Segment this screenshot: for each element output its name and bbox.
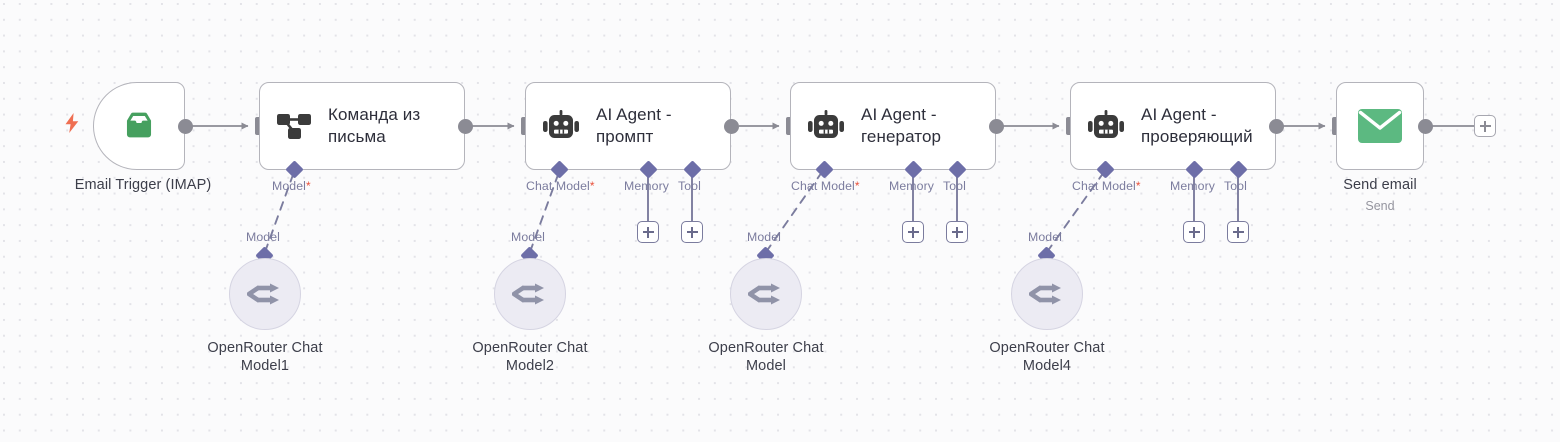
add-tool-button-agent-checker[interactable] xyxy=(1227,221,1249,243)
node-label-openrouter-2: OpenRouter Chat Model2 xyxy=(472,340,588,374)
robot-icon xyxy=(543,110,579,142)
connector-label-model3: Model xyxy=(747,230,781,244)
node-komanda-iz-pisma[interactable]: Команда из письма xyxy=(259,82,465,170)
connector-label-model1: Model xyxy=(246,230,280,244)
required-asterisk: * xyxy=(589,179,595,193)
required-asterisk: * xyxy=(854,179,860,193)
port-label-memory-agent-generator: Memory xyxy=(889,179,935,193)
node-title-agent-checker: AI Agent - проверяющий xyxy=(1141,105,1253,146)
node-openrouter-chat-model1[interactable] xyxy=(229,258,301,330)
node-label-send-email: Send email xyxy=(1343,177,1417,193)
node-title-komanda: Команда из письма xyxy=(328,105,421,146)
robot-icon xyxy=(808,110,844,142)
lightning-bolt-icon xyxy=(64,113,80,138)
connector-label-model4: Model xyxy=(1028,230,1062,244)
add-memory-button-agent-generator[interactable] xyxy=(902,221,924,243)
node-ai-agent-generator[interactable]: AI Agent - генератор xyxy=(790,82,996,170)
node-openrouter-chat-model[interactable] xyxy=(730,258,802,330)
node-ai-agent-prompt[interactable]: AI Agent - промпт xyxy=(525,82,731,170)
node-title-agent-generator: AI Agent - генератор xyxy=(861,105,942,146)
openrouter-icon xyxy=(1029,281,1065,307)
add-tool-button-agent-generator[interactable] xyxy=(946,221,968,243)
port-label-tool-agent-prompt: Tool xyxy=(678,179,701,193)
node-email-trigger[interactable] xyxy=(93,82,185,170)
node-openrouter-chat-model2[interactable] xyxy=(494,258,566,330)
openrouter-icon xyxy=(512,281,548,307)
node-label-openrouter-4: OpenRouter Chat Model4 xyxy=(989,340,1105,374)
port-label-text: Chat Model xyxy=(1072,179,1136,193)
openrouter-icon xyxy=(748,281,784,307)
port-label-model-komanda: Model* xyxy=(272,179,311,193)
robot-icon xyxy=(1088,110,1124,142)
inbox-icon xyxy=(118,109,160,143)
output-port-komanda[interactable] xyxy=(458,119,473,134)
output-port-agent-generator[interactable] xyxy=(989,119,1004,134)
port-label-chat-model-agent-generator: Chat Model* xyxy=(791,179,860,193)
port-label-memory-agent-prompt: Memory xyxy=(624,179,670,193)
chain-nodes-icon xyxy=(277,111,311,141)
node-label-email-trigger: Email Trigger (IMAP) xyxy=(74,177,212,193)
port-label-memory-agent-checker: Memory xyxy=(1170,179,1216,193)
node-send-email[interactable] xyxy=(1336,82,1424,170)
envelope-icon xyxy=(1358,109,1402,143)
output-port-email-trigger[interactable] xyxy=(178,119,193,134)
add-memory-button-agent-checker[interactable] xyxy=(1183,221,1205,243)
openrouter-icon xyxy=(247,281,283,307)
required-asterisk: * xyxy=(306,179,311,193)
add-memory-button-agent-prompt[interactable] xyxy=(637,221,659,243)
add-tool-button-agent-prompt[interactable] xyxy=(681,221,703,243)
port-label-text: Chat Model xyxy=(526,179,590,193)
required-asterisk: * xyxy=(1135,179,1141,193)
port-label-tool-agent-checker: Tool xyxy=(1224,179,1247,193)
node-openrouter-chat-model4[interactable] xyxy=(1011,258,1083,330)
port-label-tool-agent-generator: Tool xyxy=(943,179,966,193)
output-port-send-email[interactable] xyxy=(1418,119,1433,134)
node-label-openrouter-1: OpenRouter Chat Model1 xyxy=(207,340,323,374)
port-label-chat-model-agent-prompt: Chat Model* xyxy=(526,179,595,193)
output-port-agent-prompt[interactable] xyxy=(724,119,739,134)
node-sublabel-send-email: Send xyxy=(1365,199,1395,213)
add-node-button-end[interactable] xyxy=(1474,115,1496,137)
connector-label-model2: Model xyxy=(511,230,545,244)
node-label-openrouter-3: OpenRouter Chat Model xyxy=(708,340,824,374)
port-label-chat-model-agent-checker: Chat Model* xyxy=(1072,179,1141,193)
output-port-agent-checker[interactable] xyxy=(1269,119,1284,134)
node-ai-agent-checker[interactable]: AI Agent - проверяющий xyxy=(1070,82,1276,170)
node-title-agent-prompt: AI Agent - промпт xyxy=(596,105,672,146)
port-label-text: Model xyxy=(272,179,306,193)
port-label-text: Chat Model xyxy=(791,179,855,193)
